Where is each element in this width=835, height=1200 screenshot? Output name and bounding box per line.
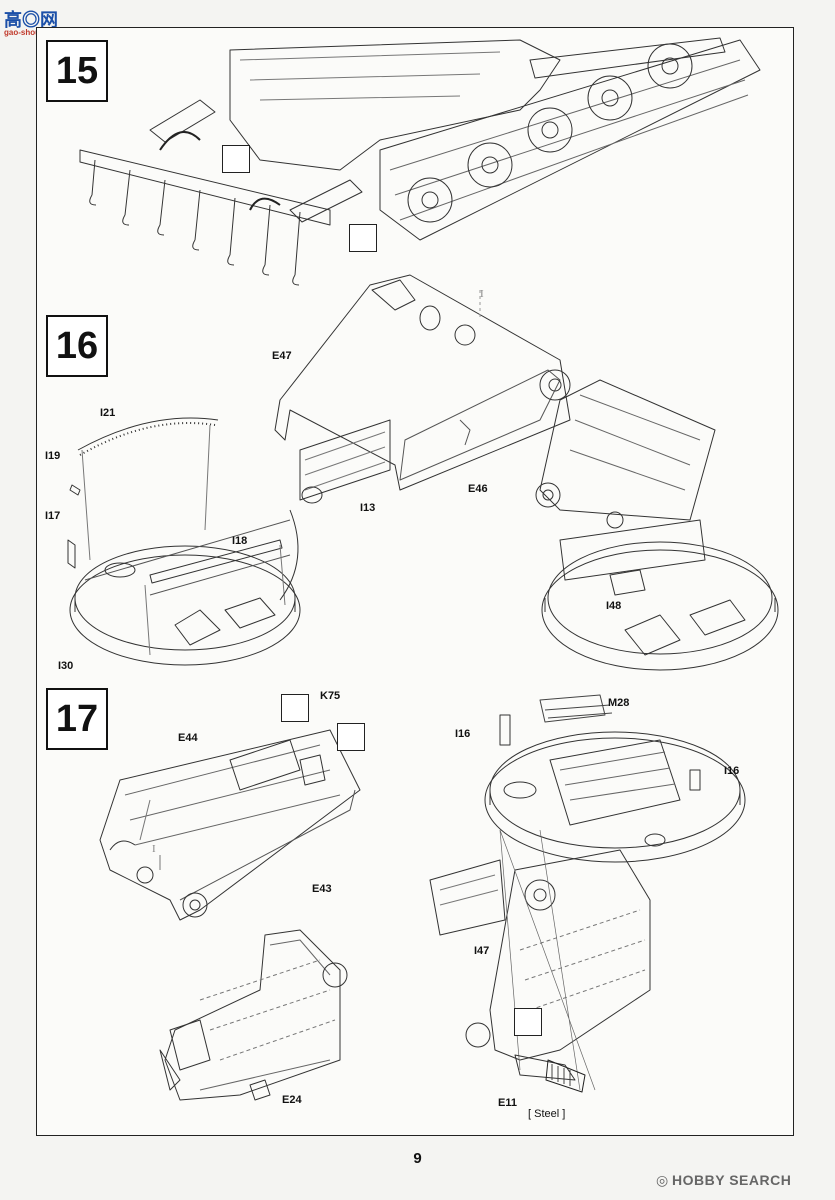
hobby-search-logo-icon: ◎ — [656, 1172, 669, 1188]
watermark-logo: 高◎网 — [4, 10, 58, 30]
step17-drawing — [99, 694, 746, 1101]
part-label-i16-left: I16 — [455, 728, 471, 740]
part-label-i18: I18 — [232, 535, 248, 547]
glue-warning-icon — [222, 145, 250, 173]
part-label-i47: I47 — [474, 945, 490, 957]
glue-warning-icon — [349, 224, 377, 252]
part-label-i-step17: I — [152, 843, 156, 855]
part-label-k75: K75 — [320, 690, 341, 702]
step16-drawing — [67, 274, 779, 671]
glue-warning-icon — [337, 723, 365, 751]
part-label-i17: I17 — [45, 510, 61, 522]
part-label-i-step16: I — [480, 288, 484, 300]
part-label-i19: I19 — [45, 450, 61, 462]
step15-hull-drawing — [79, 37, 761, 286]
part-label-e43: E43 — [312, 883, 332, 895]
glue-warning-icon — [281, 694, 309, 722]
step-number-16: 16 — [46, 315, 108, 377]
part-label-i21: I21 — [100, 407, 116, 419]
part-label-i30: I30 — [58, 660, 74, 672]
part-label-e24: E24 — [282, 1094, 302, 1106]
part-label-e46: E46 — [468, 483, 488, 495]
part-label-i16-right: I16 — [724, 765, 740, 777]
material-note-steel: [ Steel ] — [528, 1108, 566, 1120]
instruction-page-frame — [36, 27, 794, 1136]
glue-warning-icon — [514, 1008, 542, 1036]
part-label-e47: E47 — [272, 350, 292, 362]
part-label-m28: M28 — [608, 697, 630, 709]
hobby-search-brand: HOBBY SEARCH — [672, 1172, 792, 1188]
page-number: 9 — [413, 1150, 422, 1167]
step-number-15: 15 — [46, 40, 108, 102]
part-label-i13: I13 — [360, 502, 376, 514]
part-label-e44: E44 — [178, 732, 198, 744]
part-label-e11: E11 — [498, 1097, 517, 1109]
part-label-i48: I48 — [606, 600, 622, 612]
step-number-17: 17 — [46, 688, 108, 750]
watermark-site: gao-shou.com — [4, 28, 59, 37]
